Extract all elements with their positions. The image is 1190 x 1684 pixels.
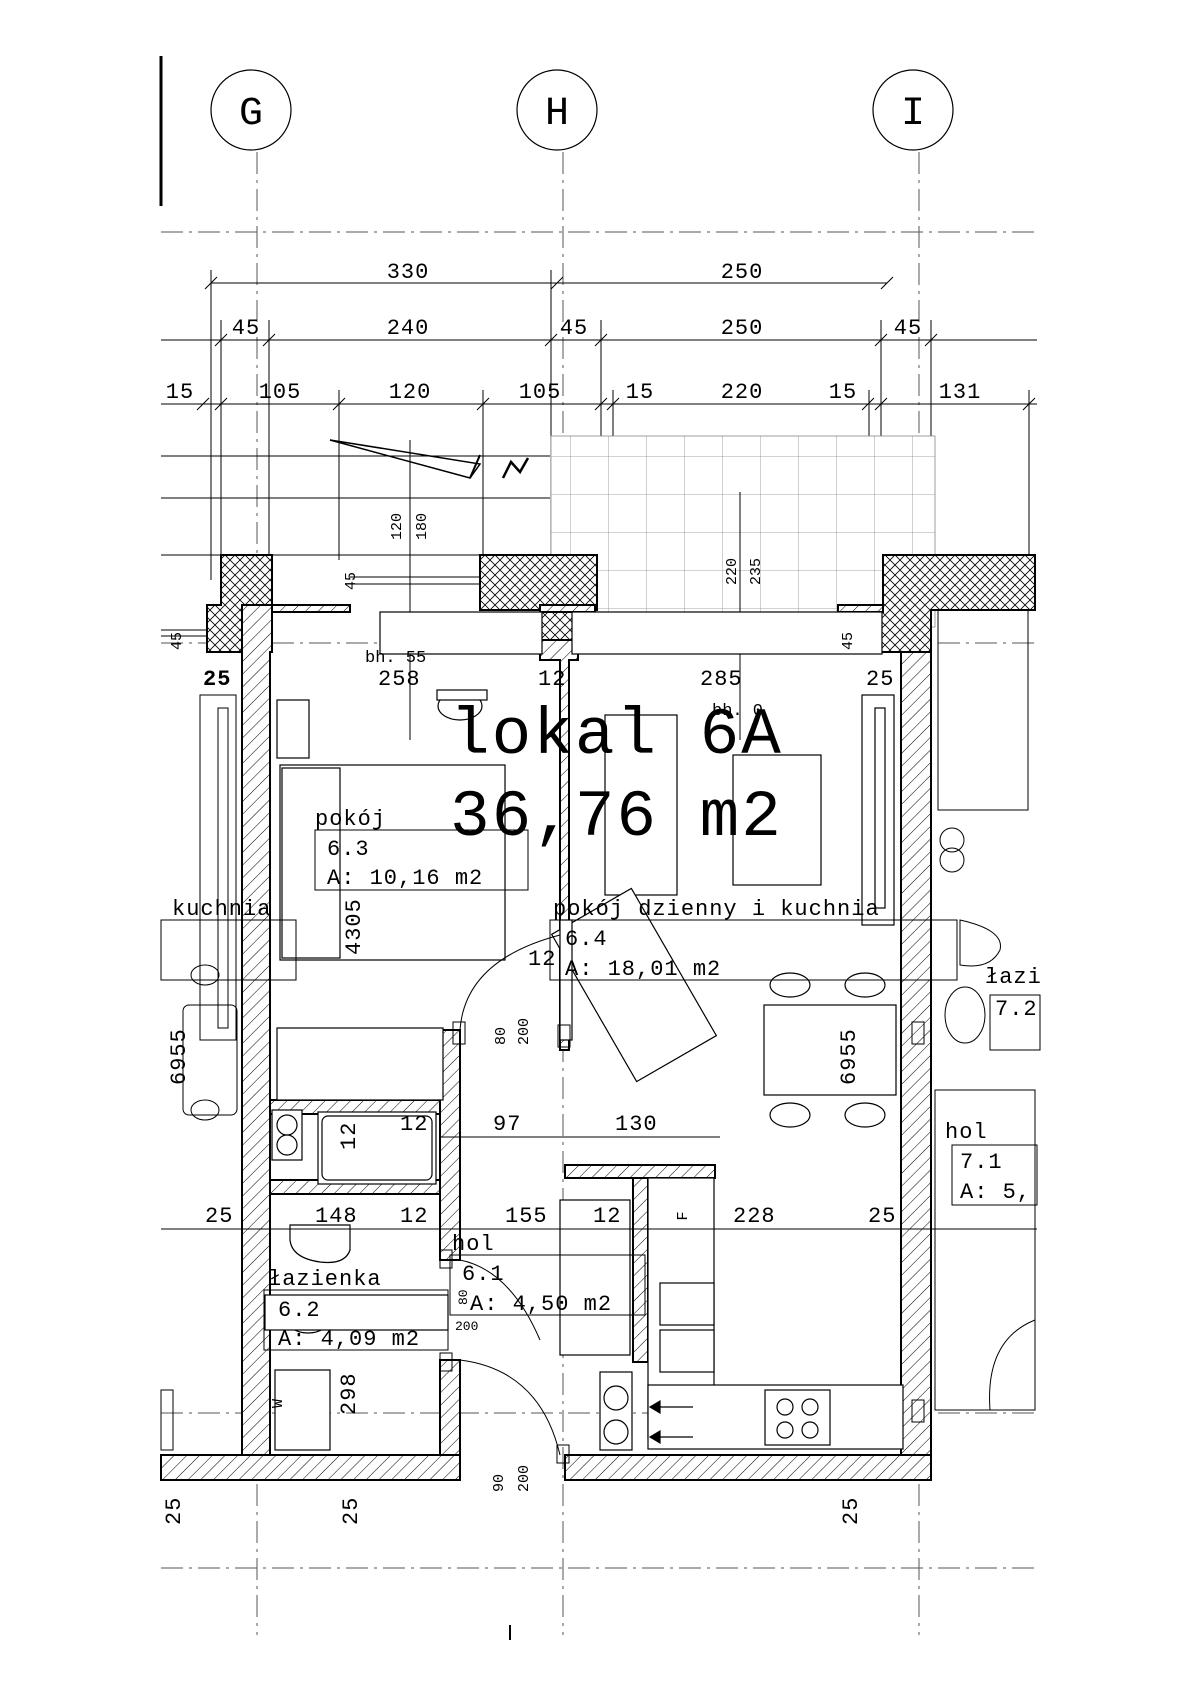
- dim-220: 220: [721, 380, 764, 405]
- neighbor-hol-number: 7.1: [960, 1150, 1003, 1175]
- fridge-label: F: [675, 1211, 692, 1220]
- dim-12-bath: 12: [337, 1122, 362, 1150]
- dim-80-door-pokoj: 80: [493, 1027, 510, 1045]
- dim-235-balcony: 235: [748, 558, 765, 585]
- svg-text:I: I: [901, 92, 925, 137]
- insulation-walls: [206, 554, 1036, 653]
- room-number-6-3: 6.3: [327, 837, 370, 862]
- room-area-6-3: A: 10,16 m2: [327, 866, 483, 891]
- living-furniture: [550, 694, 897, 1128]
- dim-200-door-entry: 200: [516, 1465, 533, 1492]
- dim-220-balcony: 220: [724, 558, 741, 585]
- room-tag-frames: [160, 829, 1041, 1351]
- neighbor-right: [911, 609, 1036, 1423]
- bh-55-label: bh. 55: [365, 649, 426, 668]
- dim-25-int-b: 25: [866, 667, 894, 692]
- dim-25-bottom-a: 25: [162, 1497, 187, 1525]
- washer-label: W: [270, 1399, 287, 1408]
- dim-200-door-pokoj: 200: [516, 1018, 533, 1045]
- dim-131: 131: [939, 380, 982, 405]
- unit-name: lokal 6A: [450, 698, 783, 773]
- dimension-lines: [161, 270, 1037, 580]
- dim-12-int: 12: [538, 667, 566, 692]
- dim-240: 240: [387, 316, 430, 341]
- dim-228: 228: [733, 1204, 776, 1229]
- dim-90-door-entry: 90: [491, 1474, 508, 1492]
- room-label-hol: hol: [452, 1232, 495, 1257]
- bedroom-furniture: [276, 611, 883, 1101]
- room-area-6-2: A: 4,09 m2: [278, 1327, 420, 1352]
- dim-12-mid: 12: [400, 1112, 428, 1137]
- neighbor-hol-area: A: 5,: [960, 1180, 1031, 1205]
- neighbor-left: [160, 694, 238, 1451]
- north-arrow-icon: [329, 439, 530, 479]
- svg-text:H: H: [545, 92, 569, 137]
- dim-285: 285: [700, 667, 743, 692]
- room-label-dzienny: pokój dzienny i kuchnia: [553, 897, 880, 922]
- svg-text:G: G: [239, 92, 263, 137]
- dim-200-door-hol: 200: [455, 1319, 478, 1334]
- dim-250-top: 250: [721, 260, 764, 285]
- axis-H: H: [516, 69, 598, 151]
- dim-4305: 4305: [342, 898, 367, 955]
- room-number-6-4: 6.4: [565, 927, 608, 952]
- dim-105-a: 105: [259, 380, 302, 405]
- dim-12-door: 12: [528, 947, 556, 972]
- dim-258: 258: [378, 667, 421, 692]
- room-area-6-1: A: 4,50 m2: [470, 1292, 612, 1317]
- dim-120: 120: [389, 380, 432, 405]
- room-number-6-2: 6.2: [278, 1298, 321, 1323]
- dim-97: 97: [493, 1112, 521, 1137]
- dim-250: 250: [721, 316, 764, 341]
- dim-45-c: 45: [894, 316, 922, 341]
- dim-12-low-b: 12: [593, 1204, 621, 1229]
- room-label-pokoj: pokój: [315, 807, 386, 832]
- dim-25-bottom-c: 25: [839, 1497, 864, 1525]
- room-number-6-1: 6.1: [462, 1262, 505, 1287]
- dim-130: 130: [615, 1112, 658, 1137]
- dim-180-window: 180: [414, 513, 431, 540]
- dim-45-a: 45: [232, 316, 260, 341]
- dim-45-window-wall: 45: [343, 572, 360, 590]
- dim-25-low-b: 25: [868, 1204, 896, 1229]
- unit-area: 36,76 m2: [450, 780, 783, 855]
- dim-45-b: 45: [560, 316, 588, 341]
- dim-298: 298: [337, 1372, 362, 1415]
- dim-120-window: 120: [389, 513, 406, 540]
- dim-45-right-wall: 45: [840, 632, 857, 650]
- kitchen-furniture: [599, 1177, 904, 1451]
- dim-105-b: 105: [519, 380, 562, 405]
- dim-25-bottom-b: 25: [339, 1497, 364, 1525]
- dim-80-door-hol: 80: [456, 1289, 471, 1305]
- axis-I: I: [872, 69, 954, 151]
- room-area-6-4: A: 18,01 m2: [565, 957, 721, 982]
- neighbor-hol-label: hol: [945, 1120, 988, 1145]
- dim-148: 148: [315, 1204, 358, 1229]
- doors: [439, 934, 571, 1464]
- neighbor-lazienka-number: 7.2: [995, 997, 1038, 1022]
- dim-12-low-a: 12: [400, 1204, 428, 1229]
- dim-15-c: 15: [829, 380, 857, 405]
- dim-25-int-a: 25: [203, 667, 231, 692]
- dim-155: 155: [505, 1204, 548, 1229]
- dim-25-low-a: 25: [205, 1204, 233, 1229]
- balcony-tiles: [550, 435, 936, 628]
- dim-330: 330: [387, 260, 430, 285]
- room-label-lazienka: łazienka: [268, 1267, 382, 1292]
- neighbor-kuchnia-label: kuchnia: [172, 897, 271, 922]
- dim-6955-right: 6955: [837, 1028, 862, 1085]
- bathroom-fixtures: [264, 1109, 449, 1451]
- axis-G: G: [210, 69, 292, 151]
- dim-15-a: 15: [166, 380, 194, 405]
- dim-15-b: 15: [626, 380, 654, 405]
- bh-0-label: bh. 0: [712, 702, 763, 721]
- neighbor-lazienka-label: łazi: [985, 965, 1042, 990]
- dim-45-left-wall: 45: [169, 632, 186, 650]
- hall-furniture: [559, 1199, 631, 1356]
- dim-6955-left: 6955: [167, 1028, 192, 1085]
